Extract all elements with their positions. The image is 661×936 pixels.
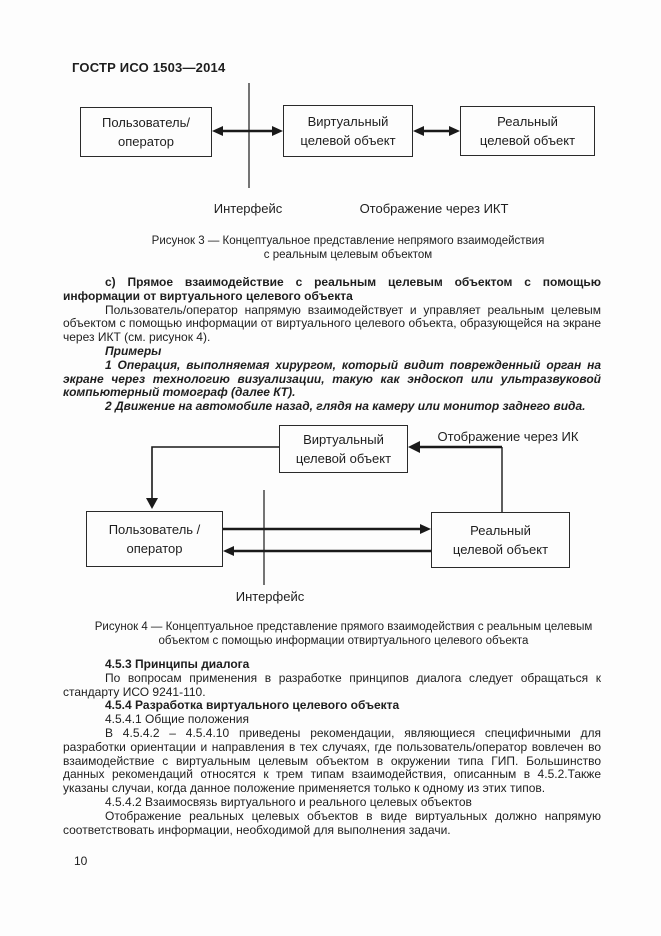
fig4-arrow-real-user	[223, 546, 431, 556]
text-4-5-4-1: В 4.5.4.2 – 4.5.4.10 приведены рекоменда…	[63, 725, 601, 796]
fig3-caption: Рисунок 3 — Концептуальное представление…	[151, 235, 545, 261]
example-2: 2 Движение на автомобиле назад, глядя на…	[105, 399, 586, 414]
fig3-label-interface: Интерфейс	[213, 201, 283, 216]
fig4-arrow-user-real	[223, 524, 431, 534]
heading-4-5-4: 4.5.4 Разработка виртуального целевого о…	[105, 698, 400, 713]
fig4-box-virtual: Виртуальный целевой объект	[279, 425, 408, 473]
text-4-5-3: По вопросам применения в разработке прин…	[63, 670, 601, 699]
fig4-caption: Рисунок 4 — Концептуальное представление…	[94, 621, 593, 647]
heading-4-5-3: 4.5.3 Принципы диалога	[105, 657, 250, 671]
fig4-box-real: Реальный целевой объект	[431, 512, 570, 568]
fig4-box-user: Пользователь / оператор	[86, 511, 223, 567]
heading-4-5-4-2: 4.5.4.2 Взаимосвязь виртуального и реаль…	[105, 794, 472, 809]
document-title: ГОСТР ИСО 1503—2014	[72, 60, 226, 75]
fig3-arrow-user-virtual	[212, 126, 283, 136]
section-c-heading: с) Прямое взаимодействие с реальным целе…	[63, 275, 601, 303]
sections-block: 4.5.3 Принципы диалога По вопросам приме…	[63, 657, 601, 837]
fig3-label-ict: Отображение через ИКТ	[359, 201, 509, 216]
fig3-box-real: Реальный целевой объект	[460, 106, 595, 156]
example-1: 1 Операция, выполняемая хирургом, которы…	[63, 357, 601, 400]
fig3-box-user: Пользователь/ оператор	[80, 107, 212, 157]
text-4-5-4-2: Отображение реальных целевых объектов в …	[63, 808, 601, 837]
fig4-arrow-virtual-user	[146, 446, 279, 509]
heading-4-5-4-1: 4.5.4.1 Общие положения	[105, 712, 249, 727]
section-c-block: с) Прямое взаимодействие с реальным целе…	[63, 275, 601, 414]
examples-label: Примеры	[105, 343, 162, 358]
fig4-label-interface: Интерфейс	[235, 589, 305, 604]
section-c-paragraph: Пользователь/оператор напрямую взаимодей…	[63, 302, 601, 345]
page-number: 10	[74, 854, 88, 868]
fig3-arrow-virtual-real	[413, 126, 460, 136]
fig4-arrow-ict-virtual	[408, 441, 503, 512]
fig3-box-virtual: Виртуальный целевой объект	[283, 105, 413, 157]
fig4-label-ict: Отображение через ИК	[437, 429, 579, 444]
